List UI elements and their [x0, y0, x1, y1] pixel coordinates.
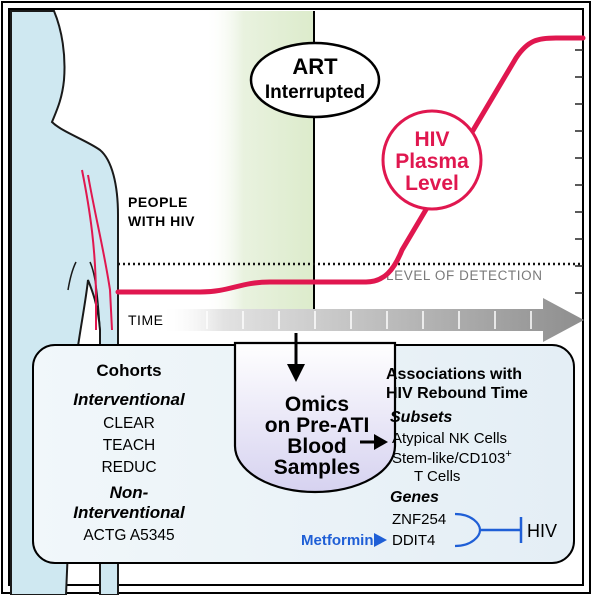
hiv-plasma-bubble	[381, 109, 483, 211]
time-arrow-ticks	[206, 311, 532, 329]
cohort-item: CLEAR	[103, 415, 155, 432]
hiv-target-label: HIV	[527, 521, 557, 541]
art-label-line1: ART	[292, 54, 338, 79]
people-label-line2: WITH HIV	[128, 213, 195, 229]
inhibition-bar-icon	[480, 517, 523, 543]
interventional-heading: Interventional	[73, 390, 186, 409]
subset-stem-like-sup: +	[505, 448, 511, 460]
hiv-label-line1: HIV	[414, 128, 449, 151]
right-arrow-icon	[360, 434, 388, 450]
omics-line3: Blood	[287, 435, 346, 458]
metformin-label: Metformin	[301, 532, 374, 549]
subset-t-cells: T Cells	[414, 468, 460, 485]
subsets-heading: Subsets	[390, 409, 452, 426]
subset-atypical-nk: Atypical NK Cells	[392, 430, 507, 447]
art-interrupted-bubble	[249, 41, 381, 119]
hiv-label-line2: Plasma	[395, 150, 469, 173]
hiv-plasma-curve	[115, 35, 586, 295]
subset-stem-like: Stem-like/CD103+	[392, 448, 512, 467]
cohort-item: REDUC	[101, 459, 156, 476]
art-label-line2: Interrupted	[265, 82, 365, 103]
cohort-item: ACTG A5345	[83, 527, 174, 544]
time-label: TIME	[128, 312, 163, 328]
omics-line4: Samples	[274, 456, 360, 479]
hiv-label-line3: Level	[405, 172, 459, 195]
gene-znf254: ZNF254	[392, 511, 446, 528]
omics-line2: on Pre-ATI	[265, 414, 370, 437]
subset-stem-like-main: Stem-like/CD103	[392, 450, 505, 467]
genes-heading: Genes	[390, 489, 439, 506]
metformin-arrow-icon	[374, 533, 387, 547]
omics-box	[233, 341, 397, 494]
non-interventional-heading-1: Non-	[110, 483, 149, 502]
down-arrow-icon	[287, 333, 305, 382]
vein-line-2	[87, 174, 113, 331]
non-interventional-heading-2: Interventional	[73, 503, 186, 522]
cohorts-title: Cohorts	[96, 361, 161, 380]
vein-line	[81, 169, 97, 330]
cohort-item: TEACH	[103, 437, 156, 454]
detection-label: LEVEL OF DETECTION	[386, 268, 543, 283]
associations-title-2: HIV Rebound Time	[386, 385, 528, 402]
y-axis-ticks	[575, 49, 583, 294]
associations-title-1: Associations with	[386, 366, 522, 383]
gene-ddit4: DDIT4	[392, 532, 435, 549]
arm-contour-2	[67, 261, 77, 291]
omics-line1: Omics	[285, 393, 349, 416]
people-label-line1: PEOPLE	[128, 194, 188, 210]
time-arrow-icon	[160, 298, 584, 342]
